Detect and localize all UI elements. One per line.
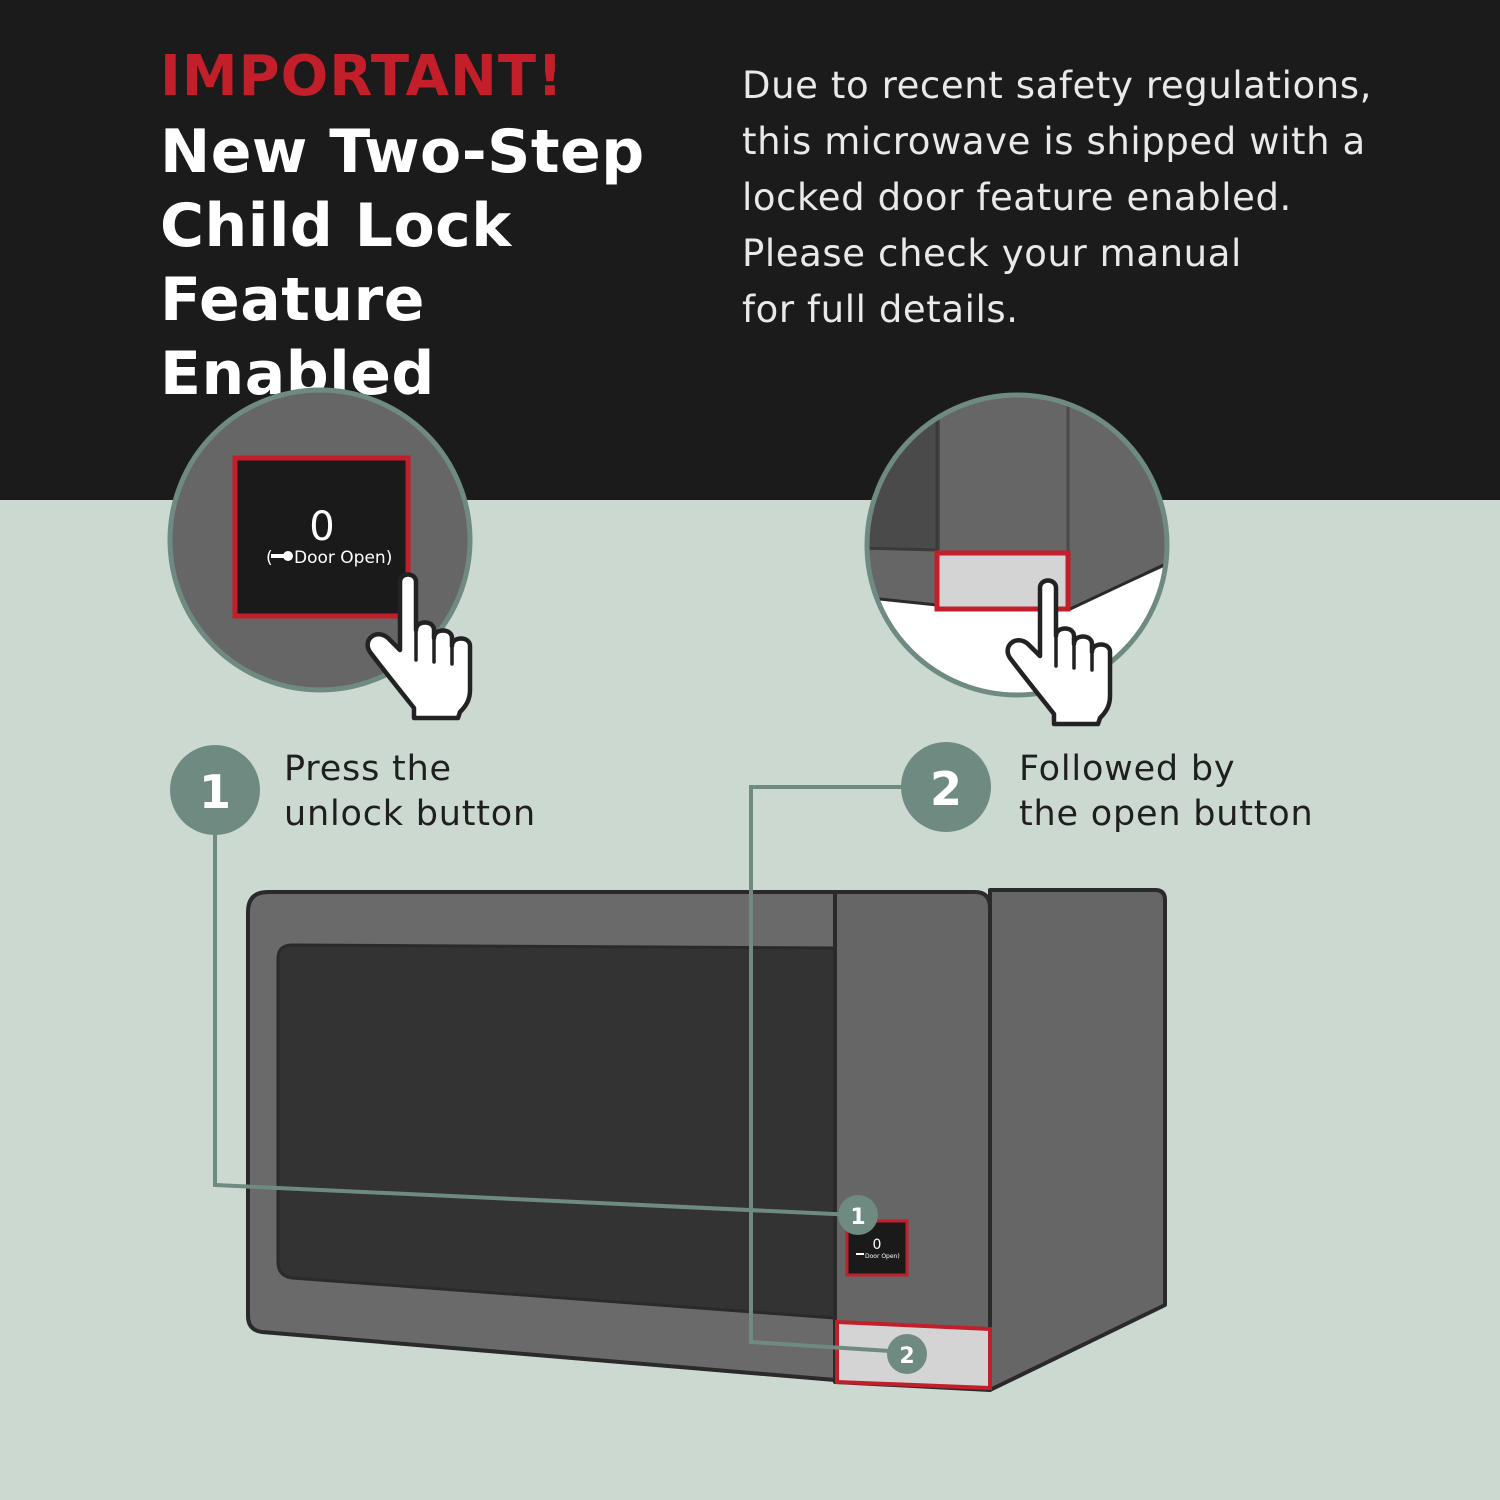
step-2-text: Followed by the open button bbox=[1019, 747, 1313, 837]
step-badge-1: 1 bbox=[170, 745, 260, 835]
callout-line-2 bbox=[749, 785, 946, 1354]
door-open-label-small: Door Open) bbox=[865, 1253, 900, 1260]
unlock-digit: 0 bbox=[309, 504, 334, 550]
key-icon bbox=[271, 551, 293, 561]
title-line: Child Lock bbox=[160, 191, 512, 261]
unlock-button-zoomed bbox=[232, 455, 411, 619]
microwave: 0 Door Open) bbox=[246, 888, 1167, 1392]
zoom-circle-open bbox=[864, 392, 1170, 724]
title-line: New Two-Step bbox=[160, 117, 645, 187]
notice-line: Due to recent safety regulations, bbox=[742, 64, 1373, 107]
control-panel bbox=[833, 890, 992, 1392]
step-badge-2: 2 bbox=[901, 742, 991, 832]
step-number: 1 bbox=[199, 765, 231, 819]
door-open-label: Door Open) bbox=[294, 548, 392, 568]
key-icon bbox=[856, 1253, 864, 1255]
step-line: Press the bbox=[284, 749, 452, 789]
step-line: the open button bbox=[1019, 794, 1314, 834]
step-badge-small-1: 1 bbox=[838, 1195, 878, 1235]
step-number: 2 bbox=[899, 1344, 914, 1369]
step-1-text: Press the unlock button bbox=[284, 747, 536, 837]
step-badge-small-2: 2 bbox=[887, 1334, 927, 1374]
notice-line: Please check your manual bbox=[742, 232, 1242, 275]
title-line: Feature Enabled bbox=[160, 265, 435, 409]
step-number: 2 bbox=[930, 762, 962, 816]
zoom-circle-unlock: 0 ( Door Open) bbox=[167, 387, 473, 718]
unlock-digit-small: 0 bbox=[873, 1237, 882, 1253]
step-line: unlock button bbox=[284, 794, 536, 834]
microwave-window bbox=[276, 943, 837, 1320]
callout-line-1 bbox=[213, 790, 856, 1217]
headline: IMPORTANT! New Two-Step Child Lock Featu… bbox=[160, 45, 720, 411]
step-line: Followed by bbox=[1019, 749, 1236, 789]
important-label: IMPORTANT! bbox=[160, 44, 564, 109]
open-paren: ( bbox=[266, 548, 273, 568]
notice-line: this microwave is shipped with a bbox=[742, 120, 1366, 163]
safety-notice: Due to recent safety regulations, this m… bbox=[742, 58, 1432, 338]
notice-line: locked door feature enabled. bbox=[742, 176, 1292, 219]
feature-title: New Two-Step Child Lock Feature Enabled bbox=[160, 115, 720, 411]
notice-line: for full details. bbox=[742, 288, 1019, 331]
step-number: 1 bbox=[850, 1205, 865, 1230]
